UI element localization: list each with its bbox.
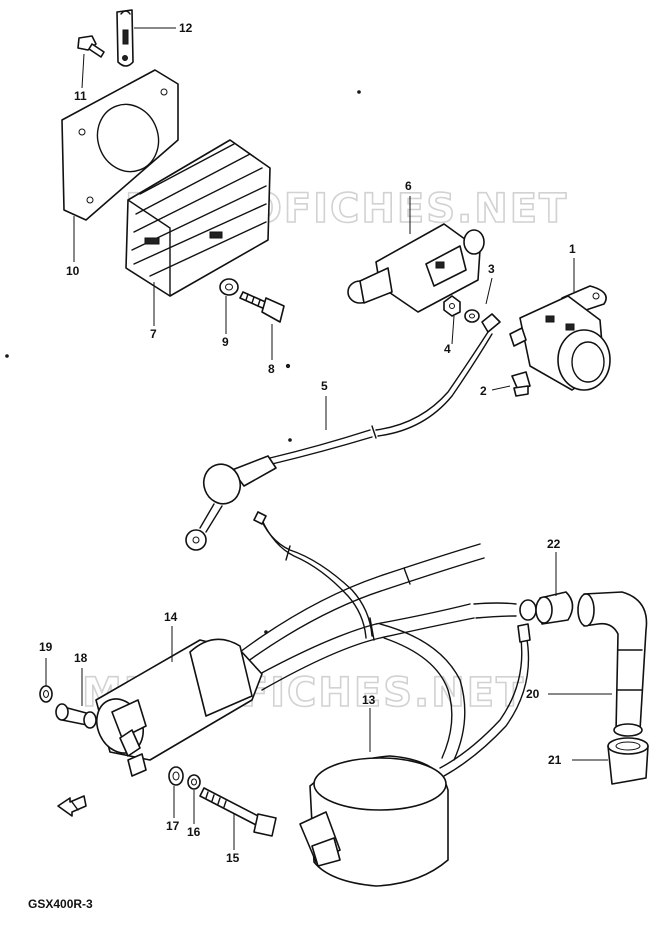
leader-lines: [45, 27, 612, 850]
label-part-13: 13: [362, 693, 376, 707]
bolt-part-8: [239, 291, 285, 323]
part-labels: 1 2 3 4 5 6 7 8 9 10 11 12 13 14 15 16 1…: [39, 21, 576, 865]
print-dot: [5, 354, 9, 358]
diagram-caption: GSX400R-3: [28, 897, 93, 911]
battery-lead-part: [185, 331, 493, 551]
bolt-part-15: [199, 787, 277, 837]
washer-part-17: [168, 766, 184, 786]
label-part-21: 21: [548, 753, 562, 767]
washer-part-16: [187, 774, 201, 790]
lead-terminal: [481, 313, 501, 333]
print-dot: [357, 90, 361, 94]
label-part-2: 2: [480, 384, 487, 398]
label-part-8: 8: [268, 362, 275, 376]
label-part-17: 17: [166, 819, 180, 833]
ignition-coil-part-13: [299, 755, 449, 887]
ignition-coil-part-14: [95, 638, 263, 777]
label-part-5: 5: [321, 379, 328, 393]
label-part-16: 16: [187, 825, 201, 839]
label-part-15: 15: [226, 851, 240, 865]
washer-part-19: [39, 685, 53, 703]
label-part-11: 11: [74, 89, 87, 103]
washer-part-9: [219, 278, 239, 296]
label-part-19: 19: [39, 640, 53, 654]
cap-seal-part: [519, 591, 574, 625]
collar-part-18: [55, 703, 97, 729]
regulator-rectifier-part: [125, 139, 271, 297]
spark-plug-cap-part: [577, 591, 648, 737]
boot-part-21: [607, 737, 649, 785]
connector-part-6: [347, 223, 485, 313]
label-part-22: 22: [547, 537, 561, 551]
ignition-leads: [239, 511, 531, 777]
gasket-plate-part: [61, 69, 179, 221]
front-arrow-icon: [57, 795, 87, 817]
label-part-1: 1: [569, 242, 576, 256]
nut-part-4: [443, 295, 461, 317]
label-part-20: 20: [526, 687, 540, 701]
label-part-4: 4: [444, 342, 451, 356]
label-part-7: 7: [150, 327, 157, 341]
label-part-14: 14: [164, 610, 178, 624]
label-part-3: 3: [488, 262, 495, 276]
washer-part-3: [464, 309, 480, 323]
dot-marker: [285, 363, 291, 369]
bolt-part-2: [511, 371, 531, 397]
print-dot: [288, 438, 292, 442]
bolt-part: [77, 35, 105, 58]
clip-bracket-part: [116, 9, 134, 67]
label-part-18: 18: [74, 651, 88, 665]
label-part-9: 9: [222, 335, 229, 349]
label-part-10: 10: [66, 264, 80, 278]
label-part-6: 6: [405, 179, 412, 193]
label-part-12: 12: [179, 21, 193, 35]
print-dot: [264, 630, 268, 634]
starter-relay-part: [509, 285, 611, 391]
